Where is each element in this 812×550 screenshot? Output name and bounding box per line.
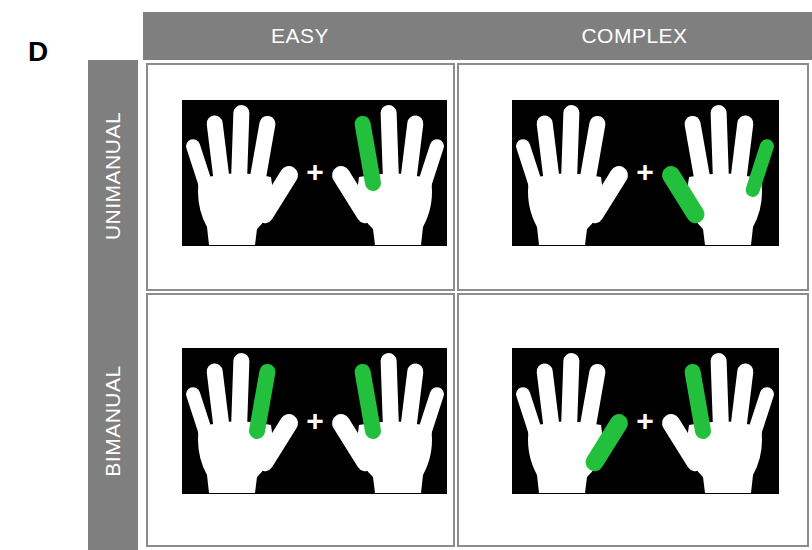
- row-header: UNIMANUAL: [88, 60, 138, 292]
- plus-sign: +: [636, 406, 654, 436]
- plus-sign: +: [306, 157, 324, 187]
- plus-sign: +: [306, 406, 324, 436]
- plus-sign: +: [636, 157, 654, 187]
- panel-letter: D: [28, 38, 48, 66]
- row-header: BIMANUAL: [88, 292, 138, 550]
- header-text: COMPLEX: [581, 24, 687, 48]
- column-header: COMPLEX: [457, 12, 812, 60]
- header-text: EASY: [271, 24, 329, 48]
- column-header: EASY: [143, 12, 457, 60]
- header-text: UNIMANUAL: [101, 112, 125, 240]
- header-text: BIMANUAL: [101, 365, 125, 476]
